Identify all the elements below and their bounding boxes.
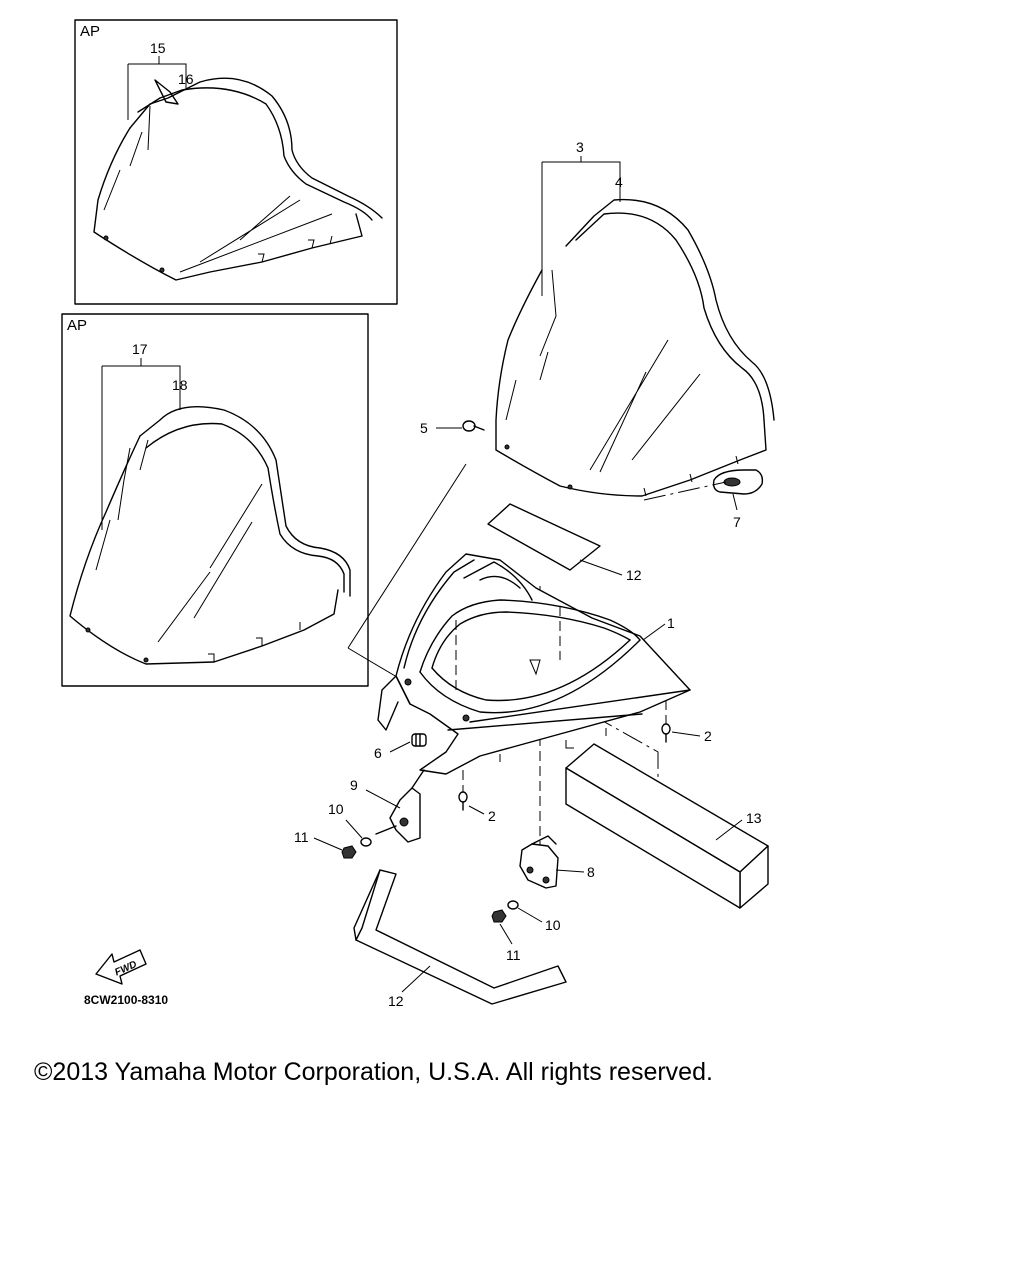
- inset-top: AP 15 16: [74, 19, 398, 305]
- bracket-3-4: [541, 156, 621, 296]
- leader-6: [389, 741, 411, 753]
- callout-17: 17: [132, 341, 148, 357]
- knob-7: [712, 469, 764, 495]
- leader-2-right: [671, 731, 701, 737]
- callout-11-left: 11: [294, 829, 309, 845]
- leader-14: [579, 559, 623, 576]
- inset-top-bracket: [127, 56, 187, 120]
- nut-11-right: [491, 909, 507, 923]
- washer-10-left: [360, 837, 372, 847]
- screw-2-lower: [458, 791, 468, 811]
- leader-11-left: [313, 837, 343, 851]
- fwd-arrow: FWD: [95, 949, 147, 985]
- bolt-6: [411, 733, 427, 747]
- parts-diagram: AP 15 16 AP 17 1: [61, 19, 775, 1009]
- inset-top-windshield: [93, 77, 383, 281]
- nut-11-left: [341, 845, 357, 859]
- bracket-9: [375, 769, 425, 843]
- callout-4: 4: [615, 174, 623, 190]
- callout-13: 13: [746, 810, 762, 826]
- washer-10-right: [507, 900, 519, 910]
- callout-2-right: 2: [704, 728, 712, 744]
- callout-11-right: 11: [506, 947, 521, 963]
- inset-bottom-bracket: [101, 358, 181, 530]
- inset-top-frame: [74, 19, 398, 305]
- leader-8: [555, 869, 585, 873]
- inset-bottom-ap-label: AP: [67, 317, 87, 334]
- leader-12: [401, 965, 431, 993]
- callout-15: 15: [150, 40, 166, 56]
- leader-13: [715, 819, 743, 841]
- callout-12: 12: [388, 993, 404, 1009]
- callout-10-right: 10: [545, 917, 561, 933]
- inset-top-ap-label: AP: [80, 23, 100, 40]
- trim-strip-12: [353, 869, 567, 1005]
- callout-2-lower: 2: [488, 808, 496, 824]
- callout-18: 18: [172, 377, 188, 393]
- foam-block-13: [565, 743, 769, 909]
- inset-bottom: AP 17 18: [61, 313, 369, 687]
- inset-bottom-windshield: [69, 405, 351, 665]
- callout-3: 3: [576, 139, 584, 155]
- callout-8: 8: [587, 864, 595, 880]
- callout-16: 16: [178, 71, 194, 87]
- leader-11-right: [499, 923, 513, 945]
- leader-7: [732, 493, 738, 511]
- callout-9: 9: [350, 777, 358, 793]
- sticker-14: [487, 503, 601, 571]
- leader-2-lower: [468, 805, 485, 815]
- bracket-8: [519, 835, 559, 889]
- leader-10-left: [345, 819, 363, 839]
- leader-9: [365, 789, 401, 809]
- callout-6: 6: [374, 745, 382, 761]
- leader-10-right: [517, 907, 543, 923]
- guide-line-7: [643, 481, 727, 501]
- callout-7: 7: [733, 514, 741, 530]
- leader-1: [642, 623, 666, 641]
- diagram-code: 8CW2100-8310: [84, 993, 168, 1007]
- callout-10-left: 10: [328, 801, 344, 817]
- screw-5: [462, 420, 485, 432]
- inset-bottom-frame: [61, 313, 369, 687]
- callout-5: 5: [420, 420, 428, 436]
- copyright-notice: ©2013 Yamaha Motor Corporation, U.S.A. A…: [34, 1058, 713, 1086]
- windshield-main: [495, 198, 775, 497]
- callout-14: 12: [626, 567, 642, 583]
- cowling-1: [377, 553, 691, 775]
- screw-2-right: [661, 723, 671, 743]
- callout-1: 1: [667, 615, 675, 631]
